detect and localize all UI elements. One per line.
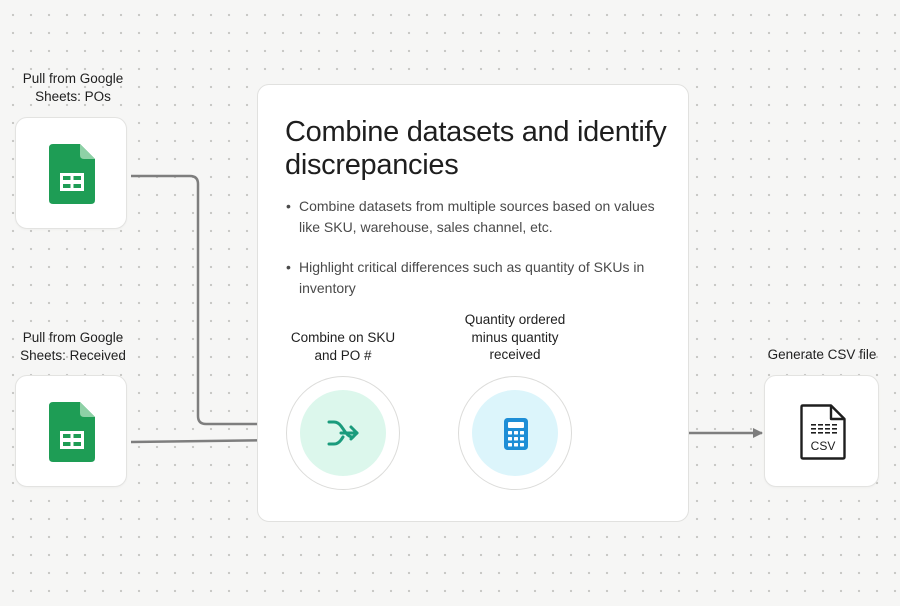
bullet-text: Highlight critical differences such as q… xyxy=(299,259,645,296)
bullet-text: Combine datasets from multiple sources b… xyxy=(299,198,655,235)
source-pos-node[interactable] xyxy=(15,117,127,229)
output-label: Generate CSV file xyxy=(767,347,877,362)
combine-step-label: Combine on SKU and PO # xyxy=(290,330,396,363)
source-received-label: Pull from Google Sheets: Received xyxy=(20,330,126,363)
merge-arrow-icon xyxy=(327,420,359,446)
csv-file-icon: CSV xyxy=(800,404,846,460)
source-pos-label: Pull from Google Sheets: POs xyxy=(22,71,124,104)
source-received-node[interactable] xyxy=(15,375,127,487)
main-card-bullet-1: • Combine datasets from multiple sources… xyxy=(286,196,666,237)
combine-step-node[interactable] xyxy=(286,376,400,490)
main-card-bullet-2: • Highlight critical differences such as… xyxy=(286,257,666,298)
bullet-dot: • xyxy=(286,198,291,214)
csv-file-text: CSV xyxy=(811,439,836,453)
calculator-icon xyxy=(504,418,528,450)
main-card-title: Combine datasets and identify discrepanc… xyxy=(285,116,667,181)
output-csv-node[interactable]: CSV xyxy=(764,375,879,487)
subtract-step-label: Quantity ordered minus quantity received xyxy=(464,312,566,362)
google-sheets-icon xyxy=(49,144,95,204)
subtract-step-node[interactable] xyxy=(458,376,572,490)
bullet-dot: • xyxy=(286,259,291,275)
google-sheets-icon xyxy=(49,402,95,462)
